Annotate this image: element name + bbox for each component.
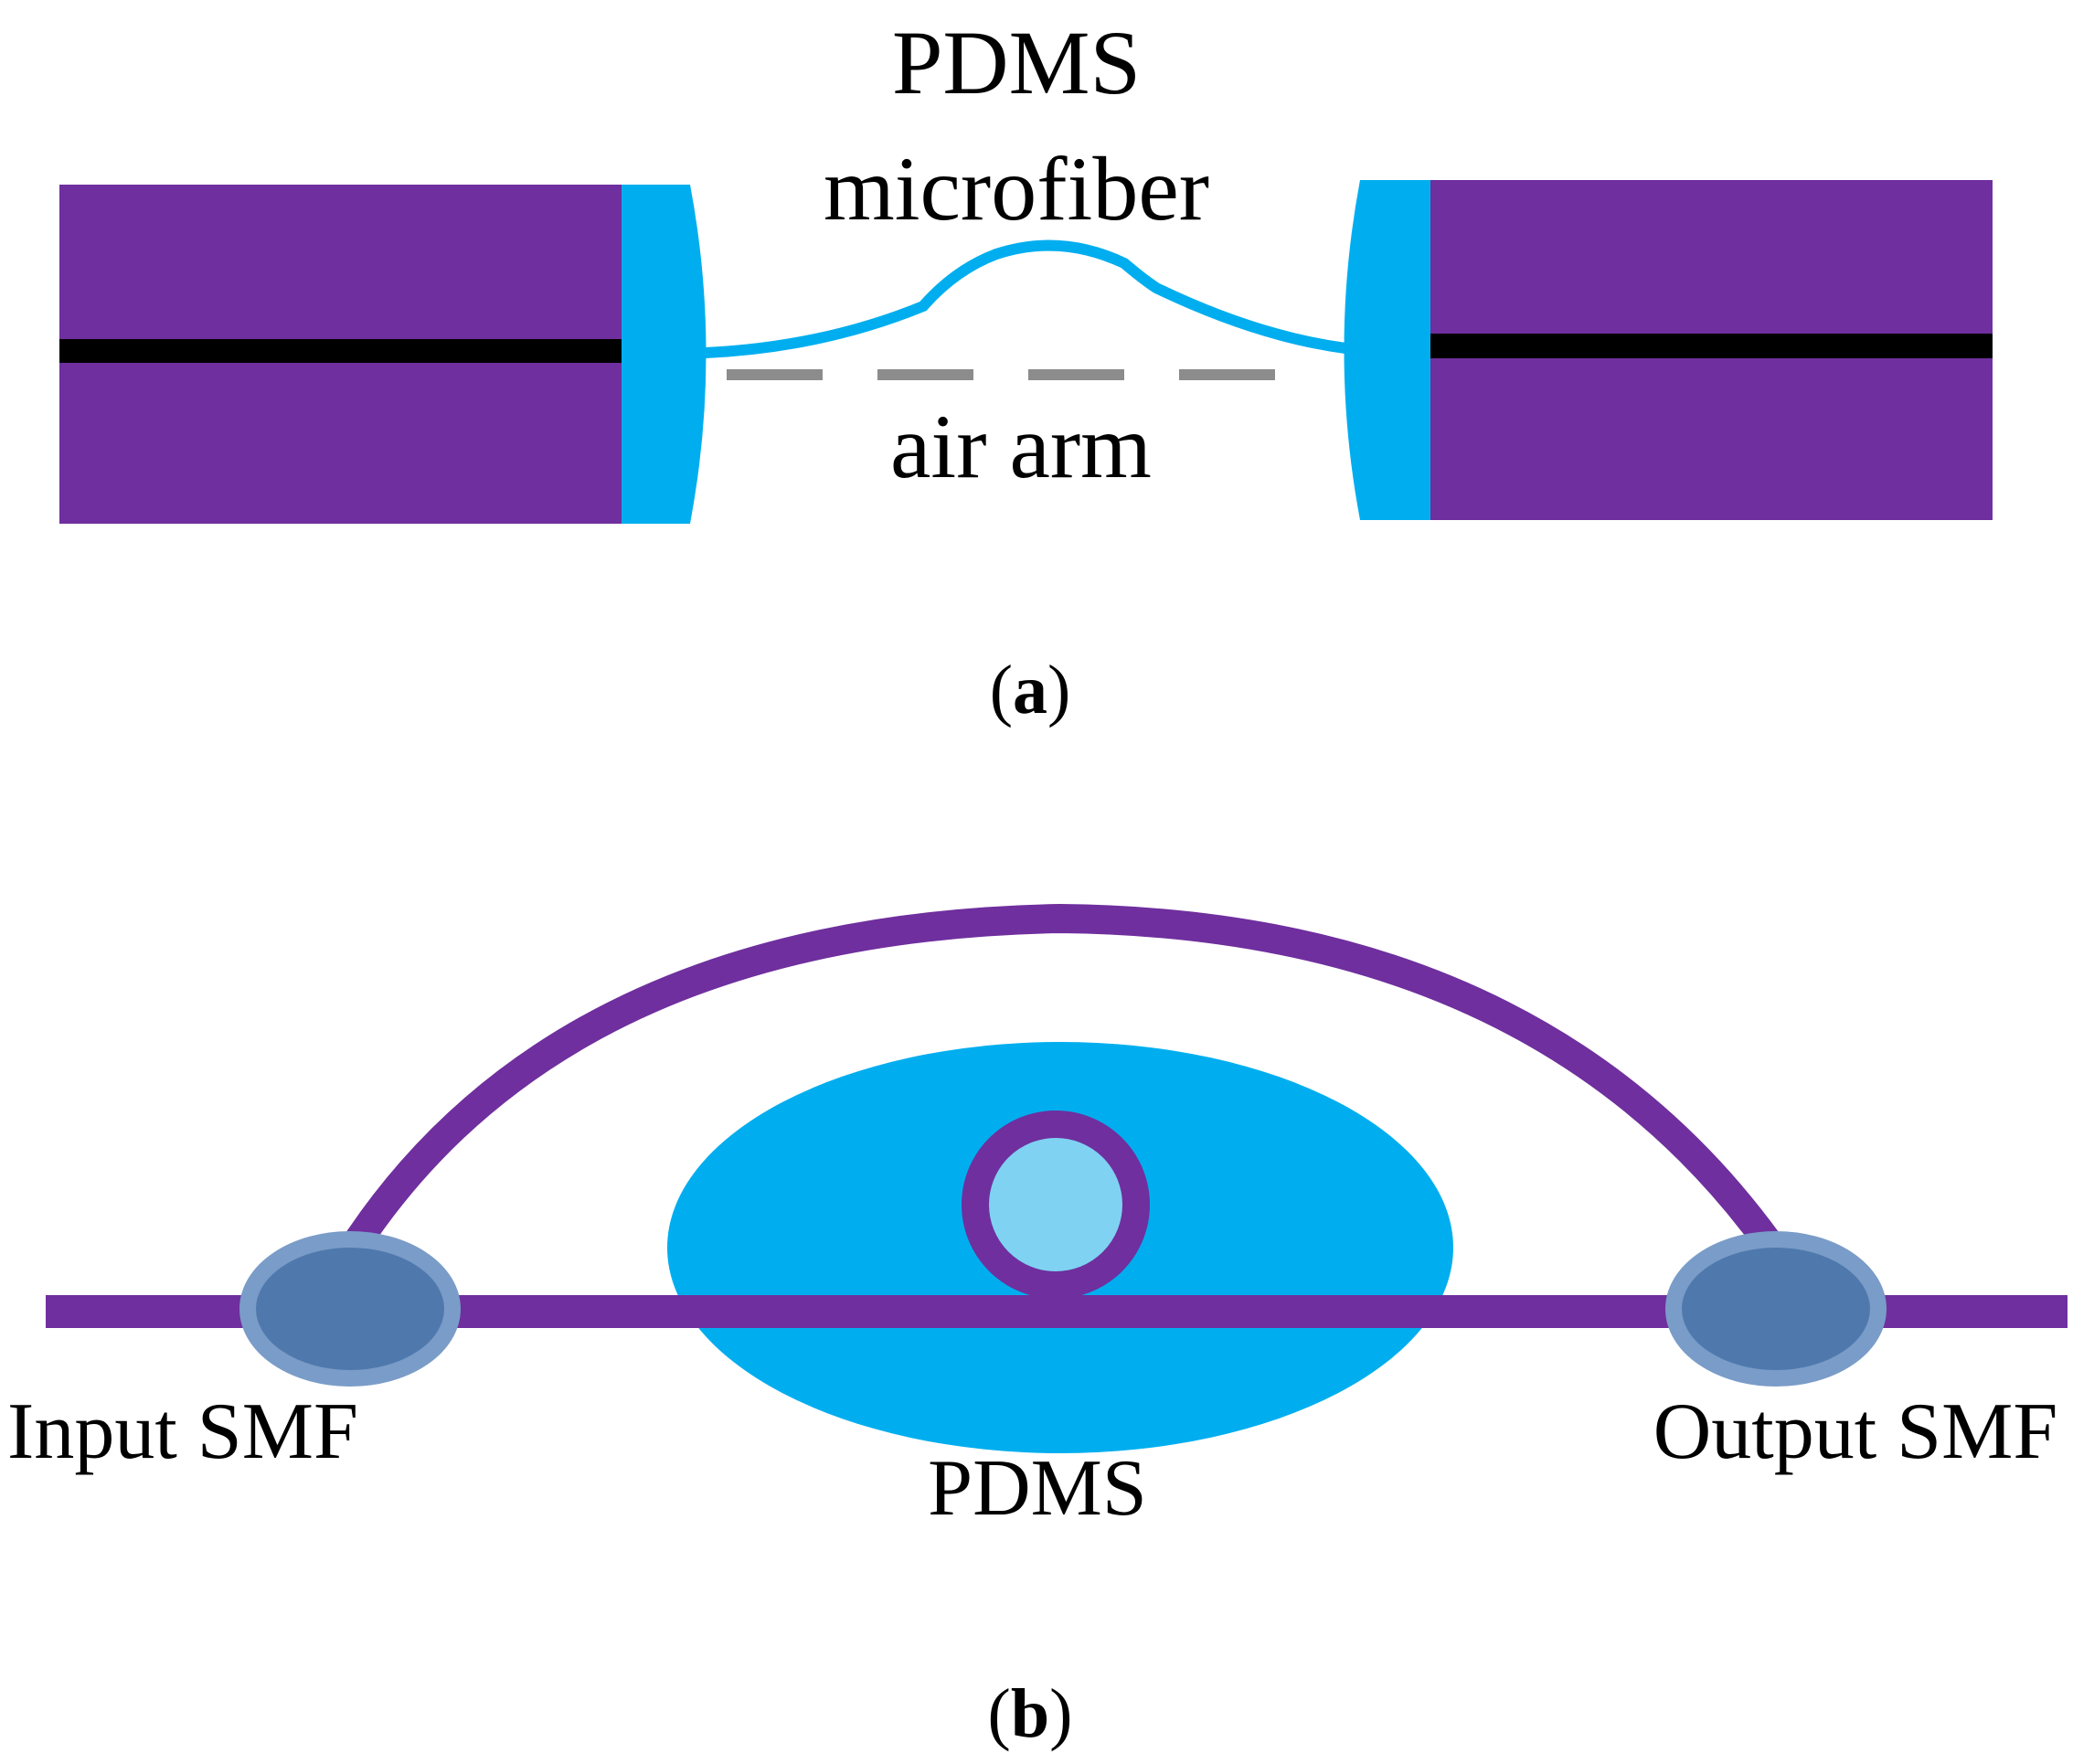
caption-a-letter: a: [1013, 652, 1047, 728]
caption-b-open: (: [988, 1675, 1011, 1752]
pdms-label: PDMS: [892, 12, 1141, 113]
input-coupler: [239, 1231, 461, 1387]
pdms-ellipse-label: PDMS: [928, 1444, 1147, 1533]
panel-b: Input SMF Output SMF PDMS (b): [7, 903, 2067, 1752]
caption-a-open: (: [990, 652, 1013, 728]
microfiber-ring: [962, 1110, 1150, 1299]
caption-b-close: ): [1049, 1675, 1072, 1752]
caption-b: (b): [988, 1675, 1073, 1752]
output-smf-label: Output SMF: [1653, 1387, 2058, 1476]
microfiber-label: microfiber: [824, 138, 1209, 239]
reference-arm-fiber: [344, 903, 1780, 1252]
caption-a-close: ): [1047, 652, 1070, 728]
pdms-microfiber: [700, 239, 1351, 358]
air-arm-label: air arm: [890, 396, 1152, 497]
caption-a: (a): [990, 652, 1071, 728]
panel-a: PDMS microfiber air arm (a): [59, 12, 1993, 728]
input-smf-label: Input SMF: [7, 1387, 358, 1476]
right-fiber-core: [1426, 334, 1993, 358]
caption-b-letter: b: [1011, 1675, 1049, 1752]
output-coupler: [1665, 1231, 1887, 1387]
right-pdms-cap: [1344, 180, 1430, 520]
left-fiber-core: [59, 339, 626, 363]
left-pdms-cap: [622, 185, 707, 524]
